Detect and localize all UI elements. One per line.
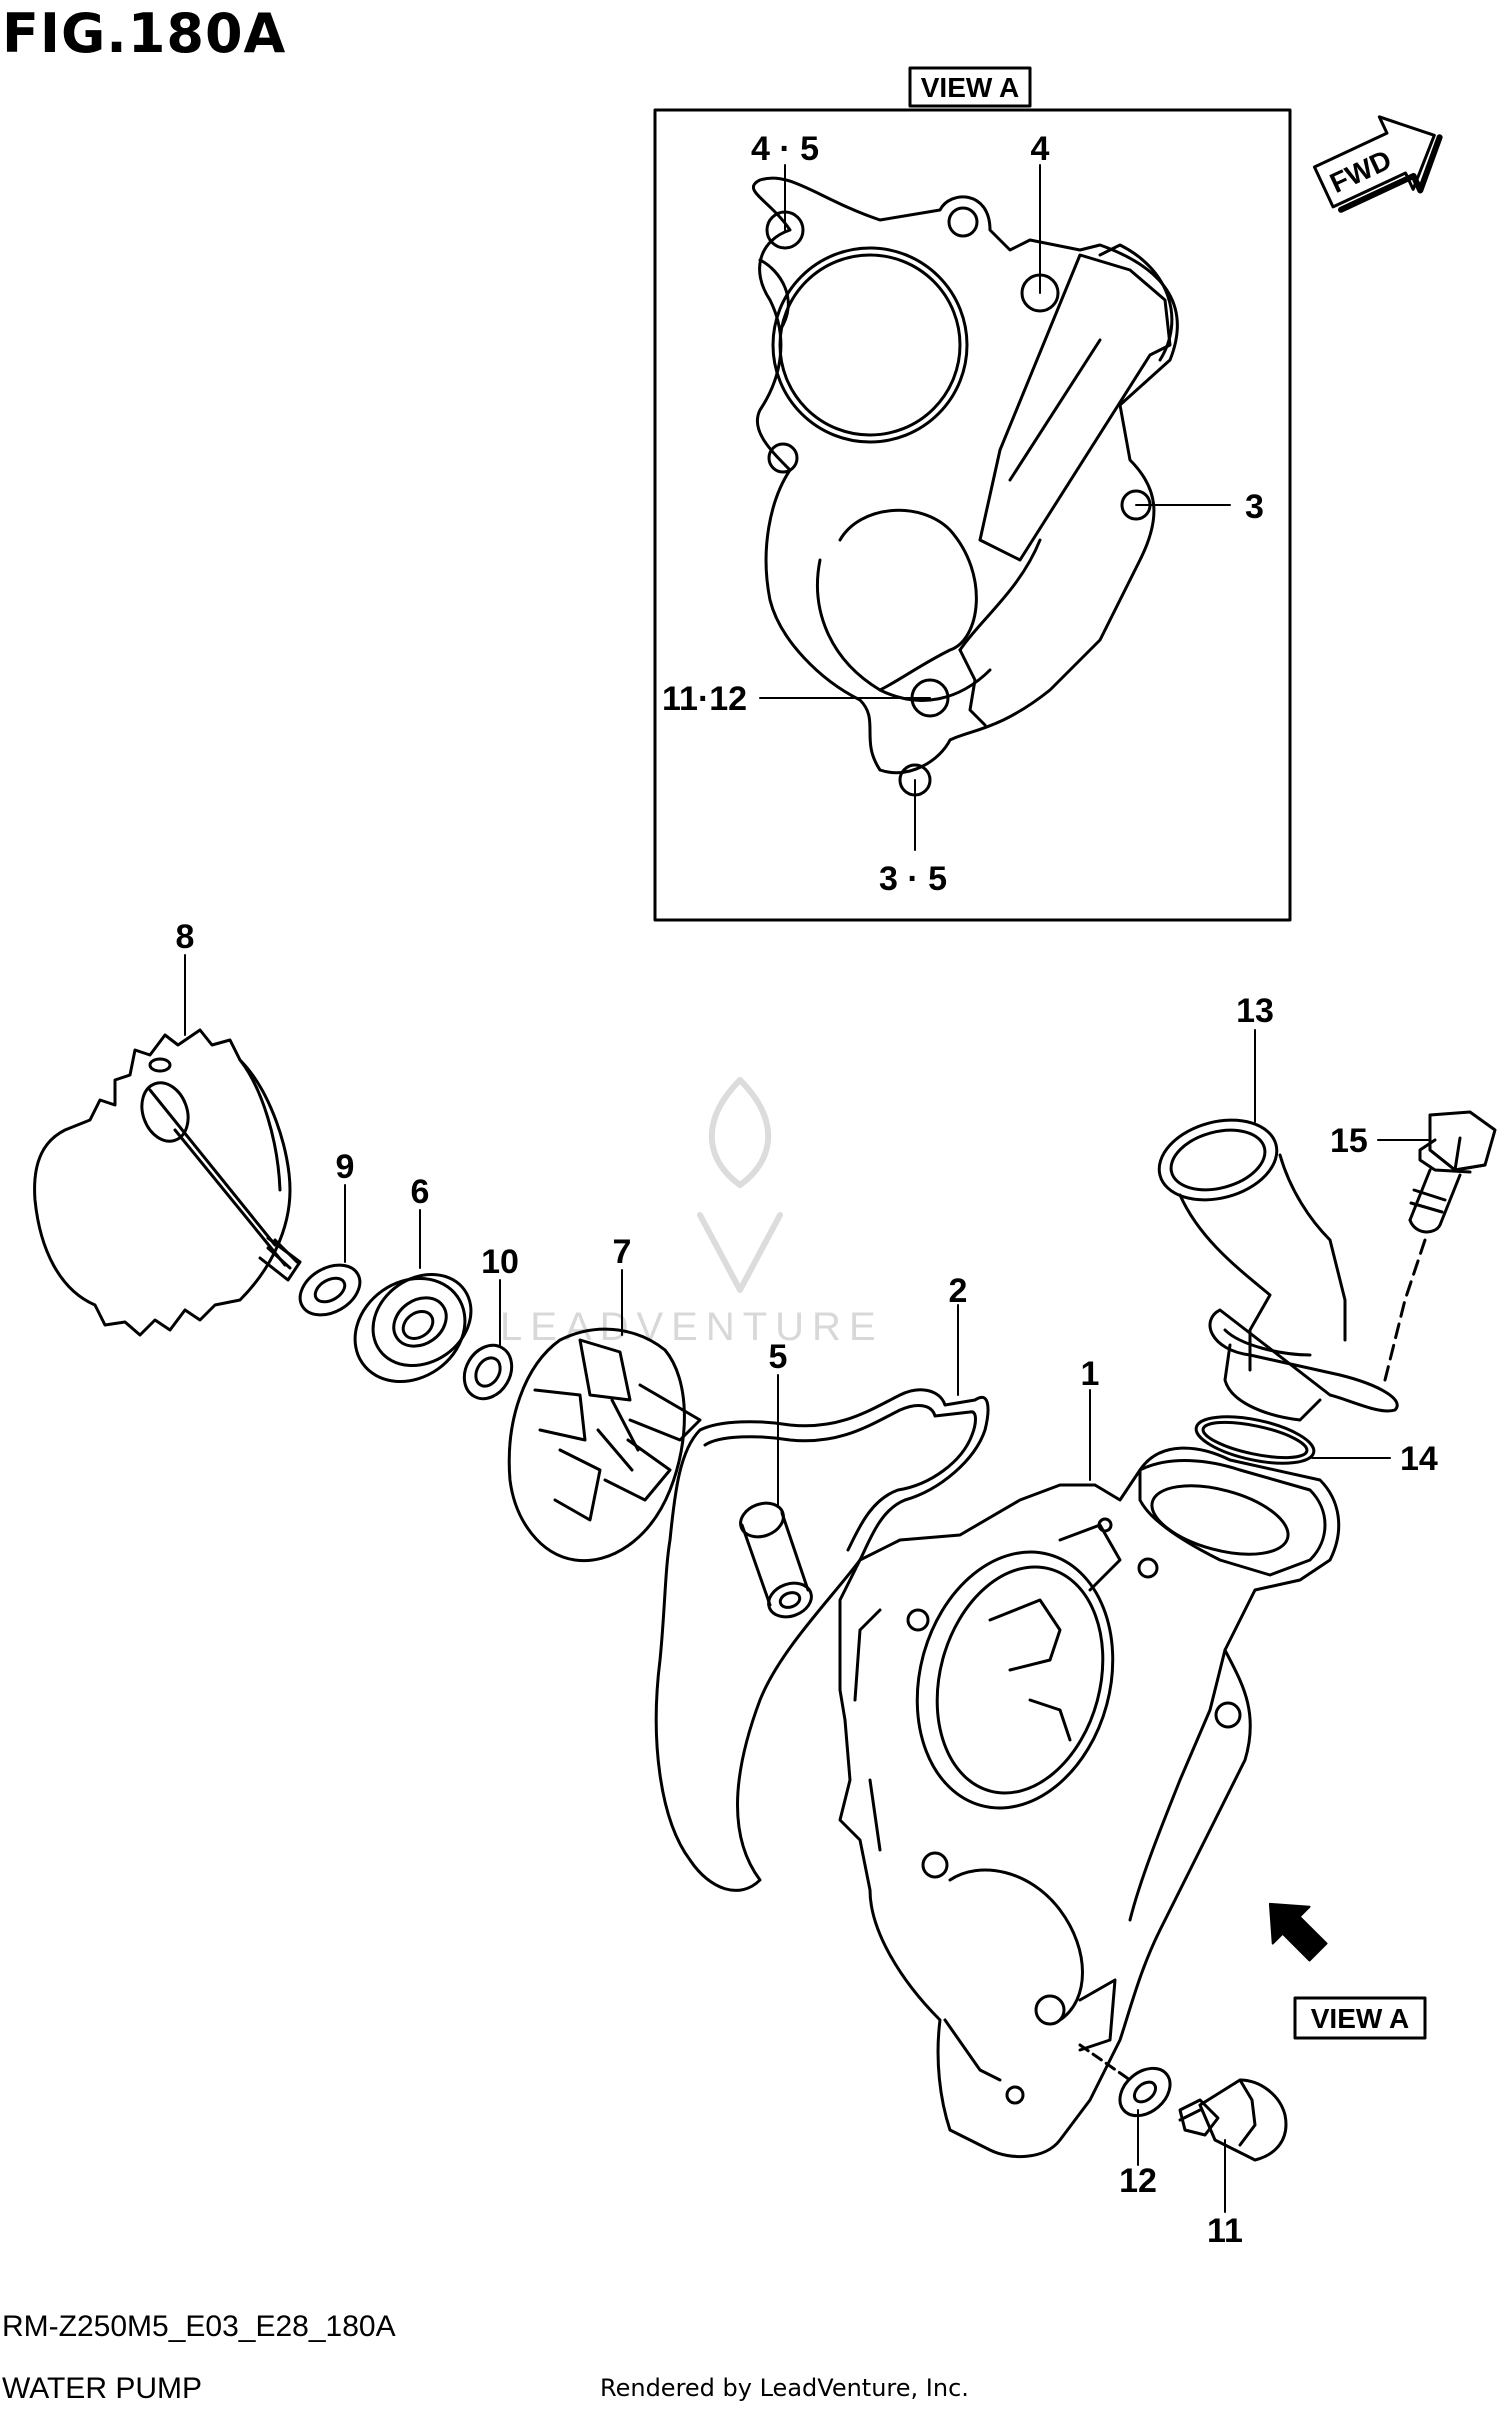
watermark-text: LEADVENTURE — [500, 1305, 884, 1349]
hose-joint-part-13 — [1157, 1118, 1399, 1422]
bolt-part-15 — [1383, 1110, 1497, 1382]
view-a-title-badge — [908, 66, 1032, 108]
part-label-12: 12 — [1119, 2162, 1157, 2200]
view-a-ref-badge — [1293, 1996, 1427, 2040]
pump-gear-part-8 — [33, 1028, 302, 1337]
figure-caption: WATER PUMP — [2, 2372, 202, 2405]
view-a-leaders — [759, 164, 1231, 851]
part-label-10: 10 — [481, 1243, 519, 1281]
part-label-13: 13 — [1236, 992, 1274, 1030]
part-label-5: 5 — [769, 1338, 788, 1376]
leadventure-watermark-logo — [697, 1077, 783, 1293]
view-a-callout-4-5-top: 4 · 5 — [751, 130, 819, 168]
view-a-callout-3-5-bottom: 3 · 5 — [879, 860, 947, 898]
part-label-11: 11 — [1207, 2212, 1243, 2250]
figure-title: FIG.180A — [2, 2, 287, 65]
view-a-pump-cover — [752, 176, 1179, 797]
washer-part-12 — [1078, 2043, 1172, 2118]
o-ring-part-10 — [462, 1343, 514, 1401]
part-label-7: 7 — [613, 1233, 632, 1271]
part-label-8: 8 — [176, 918, 195, 956]
dowel-pin-part-5 — [739, 1501, 813, 1619]
pump-cover-part-1 — [838, 1446, 1341, 2159]
bolt-part-11 — [1178, 2078, 1288, 2162]
part-label-2: 2 — [949, 1272, 968, 1310]
view-a-callout-4: 4 — [1031, 130, 1050, 168]
oil-seal-part-6 — [353, 1272, 473, 1384]
fwd-arrow-icon: FWD — [1312, 115, 1443, 213]
part-label-15: 15 — [1330, 1122, 1368, 1160]
view-a-direction-arrow-icon — [1268, 1902, 1328, 1962]
washer-part-9 — [298, 1263, 362, 1317]
view-a-callout-11-12: 11·12 — [662, 680, 747, 718]
view-a-callout-3: 3 — [1245, 488, 1264, 526]
o-ring-part-14 — [1194, 1415, 1316, 1465]
part-label-9: 9 — [336, 1148, 355, 1186]
part-label-1: 1 — [1081, 1355, 1100, 1393]
part-label-6: 6 — [411, 1173, 430, 1211]
part-label-14: 14 — [1400, 1440, 1438, 1478]
view-a-frame — [653, 108, 1292, 922]
impeller-part-7 — [507, 1327, 702, 1563]
view-a-ref-label: VIEW A — [1311, 2003, 1410, 2034]
render-credit: Rendered by LeadVenture, Inc. — [600, 2374, 969, 2402]
gasket-part-2 — [654, 1388, 990, 1892]
view-a-title: VIEW A — [921, 72, 1020, 103]
figure-code: RM-Z250M5_E03_E28_180A — [2, 2310, 396, 2343]
